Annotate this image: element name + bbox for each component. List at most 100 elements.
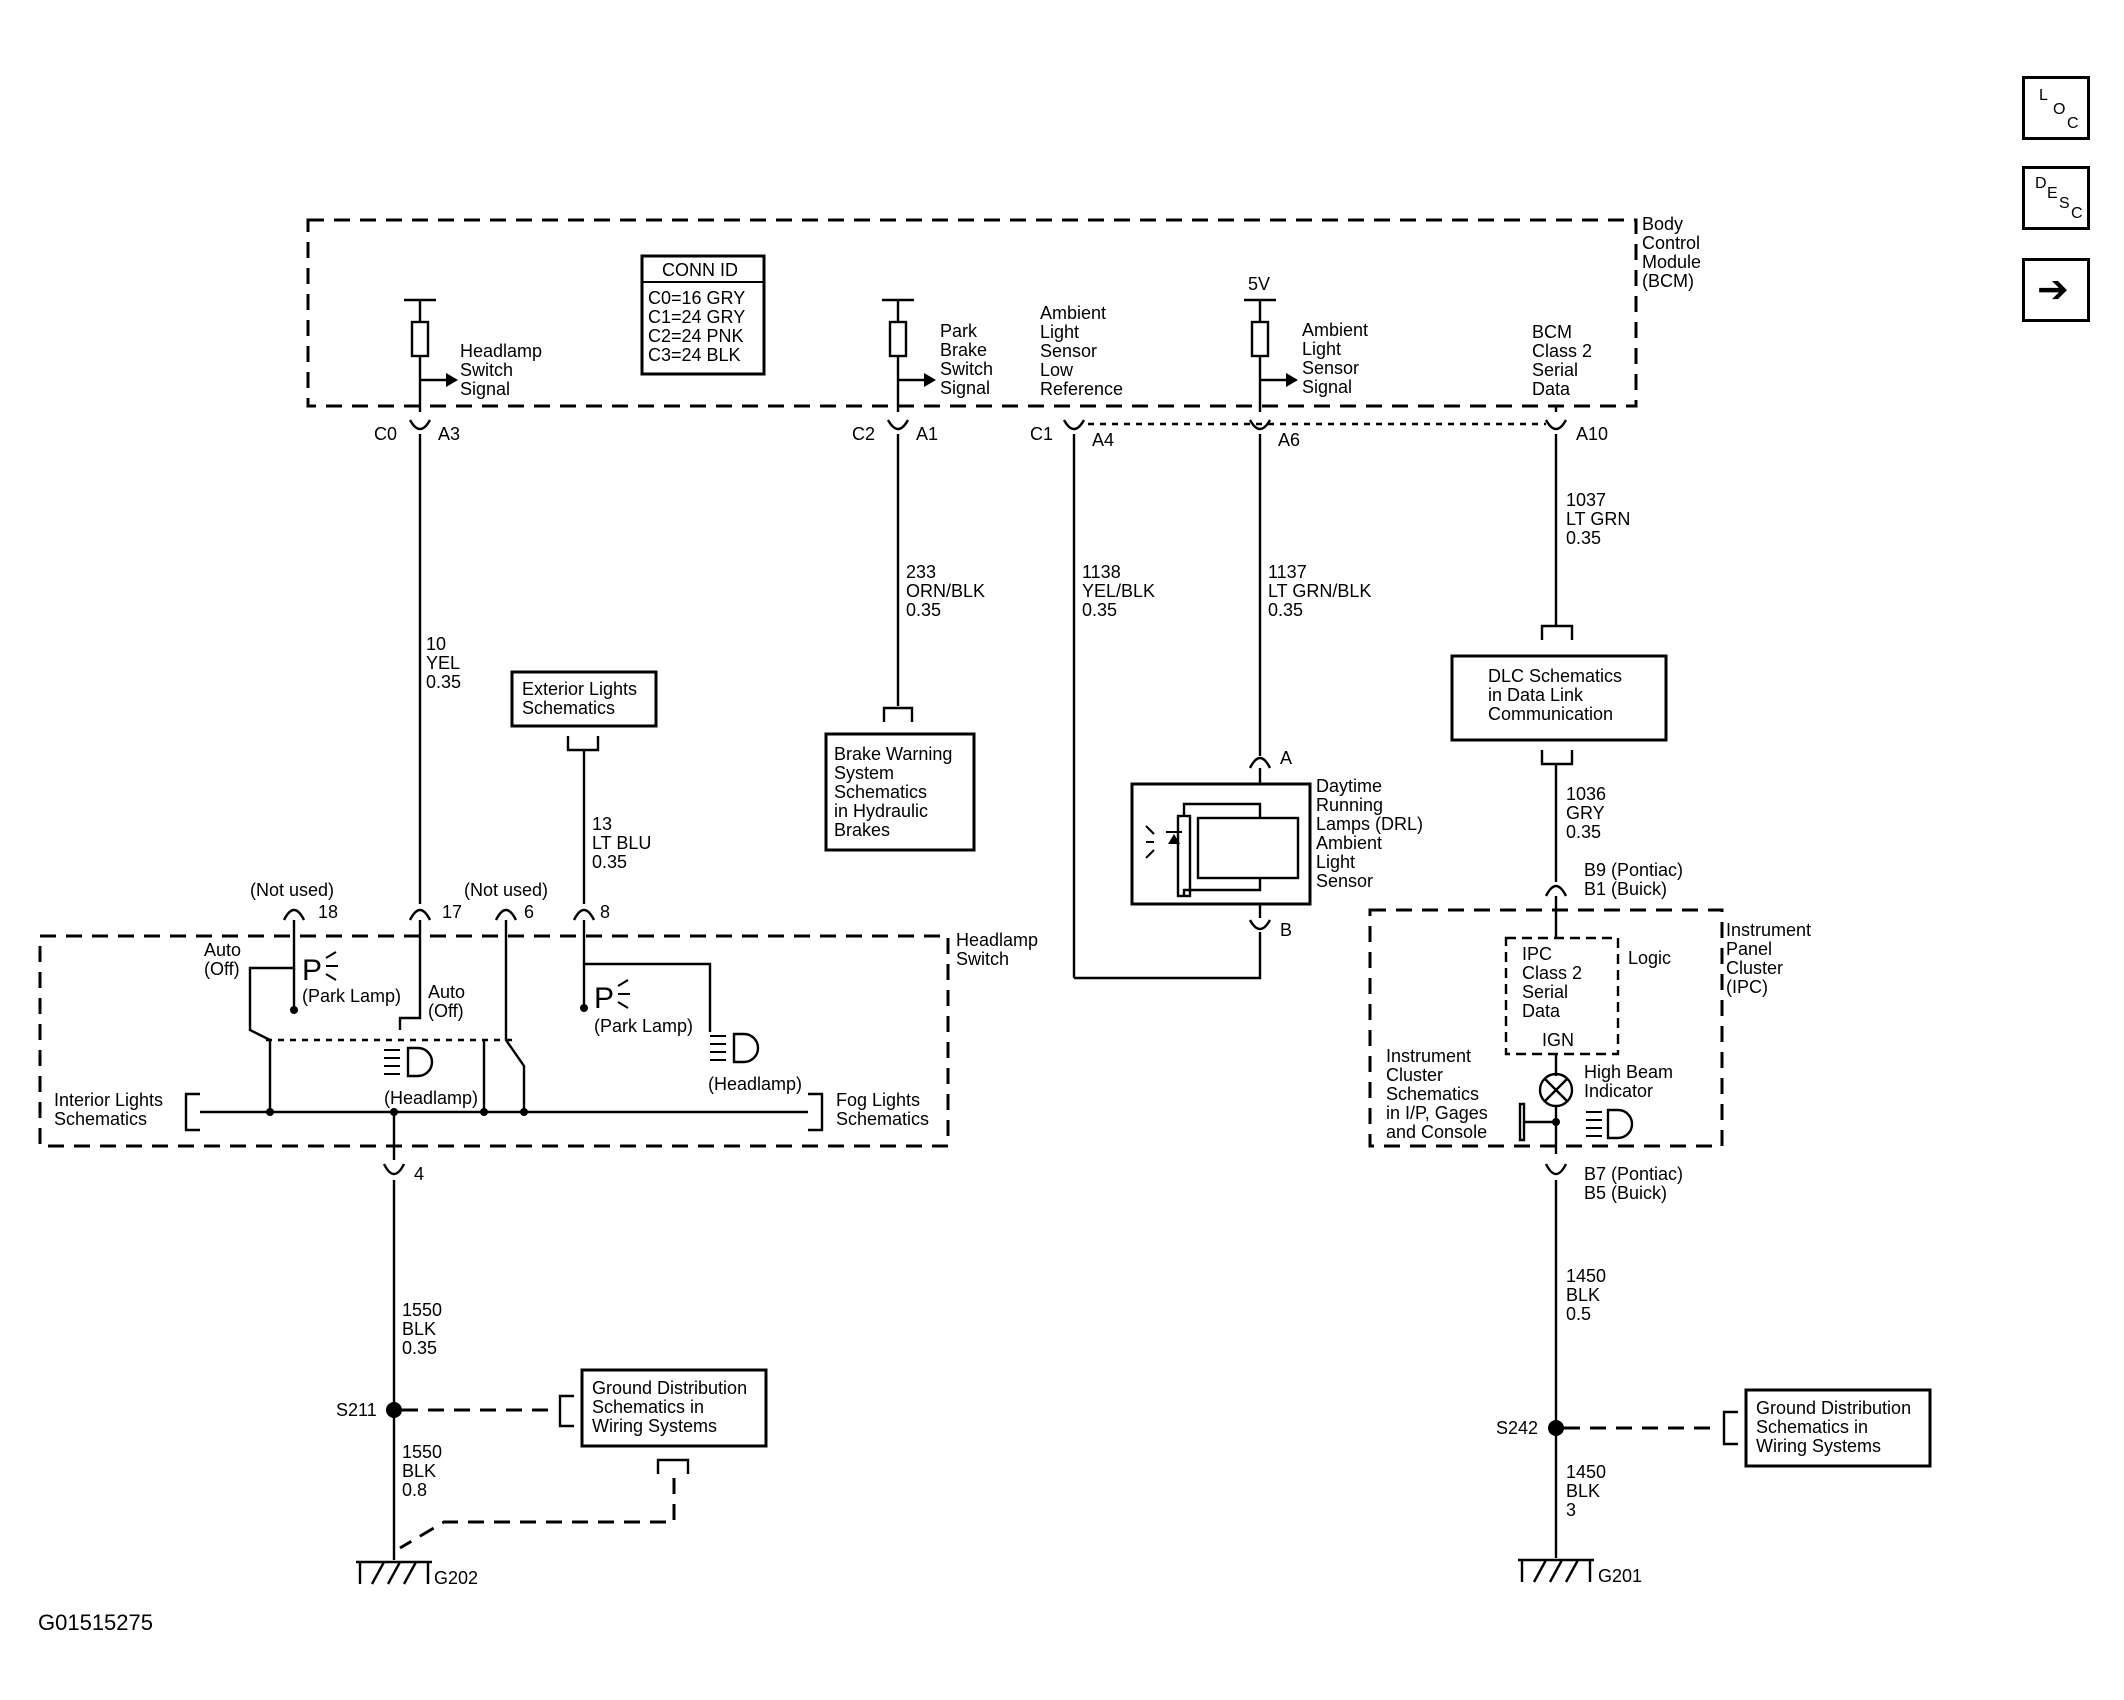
pin-8: 8 <box>600 902 610 922</box>
ambient-low-ref-2: Light <box>1040 322 1079 342</box>
ipc-title-2: Panel <box>1726 939 1772 959</box>
ground1-ref-2: Schematics in <box>592 1397 704 1417</box>
headlamp-switch-boundary <box>38 934 950 1148</box>
brake-ref-1: Brake Warning <box>834 744 952 764</box>
conn-id-title: CONN ID <box>662 260 738 280</box>
w233-color: ORN/BLK <box>906 581 985 601</box>
ambient-signal-4: Signal <box>1302 377 1352 397</box>
pin-c0: C0 <box>374 424 397 444</box>
ipc-title-4: (IPC) <box>1726 977 1768 997</box>
headlamp-signal-2: Switch <box>460 360 513 380</box>
exterior-ref-1: Exterior Lights <box>522 679 637 699</box>
ground-symbol-g202 <box>356 1560 432 1585</box>
headlamp-signal-pullup <box>404 298 458 412</box>
drl-pin-a <box>1248 756 1272 769</box>
bcm-class2-4: Data <box>1532 379 1571 399</box>
cluster-ref-1[interactable]: Instrument <box>1386 1046 1471 1066</box>
w1450b-color: BLK <box>1566 1481 1600 1501</box>
w1036-color: GRY <box>1566 803 1605 823</box>
fog-ref-2[interactable]: Schematics <box>836 1109 929 1129</box>
photodiode-icon <box>1168 834 1180 844</box>
bcm-connectors <box>408 419 1568 431</box>
conn-id-table: CONN ID C0=16 GRY C1=24 GRY C2=24 PNK C3… <box>640 254 766 376</box>
high-beam-1: High Beam <box>1584 1062 1673 1082</box>
drl-label-1: Daytime <box>1316 776 1382 796</box>
ign-label: IGN <box>1542 1030 1574 1050</box>
w13-gauge: 0.35 <box>592 852 627 872</box>
headlamp-icon-1 <box>384 1046 434 1078</box>
park-lamp-symbol-1 <box>325 951 338 981</box>
bcm-class2-1: BCM <box>1532 322 1572 342</box>
w233-num: 233 <box>906 562 936 582</box>
wire-drl-low-ref-return <box>1074 932 1262 980</box>
not-used-label-1: (Not used) <box>250 880 334 900</box>
five-volt-label: 5V <box>1248 274 1270 294</box>
dlc-ref-top-bracket <box>1540 624 1574 640</box>
w1036-gauge: 0.35 <box>1566 822 1601 842</box>
brake-warning-ref-box[interactable] <box>824 732 976 852</box>
ground-symbol-g201 <box>1518 1558 1594 1583</box>
w1138-gauge: 0.35 <box>1082 600 1117 620</box>
ground2-ref-1: Ground Distribution <box>1756 1398 1911 1418</box>
w13-color: LT BLU <box>592 833 651 853</box>
drl-label-6: Sensor <box>1316 871 1373 891</box>
dlc-ref-bottom-bracket <box>1540 750 1574 766</box>
park-brake-signal-2: Brake <box>940 340 987 360</box>
w13-num: 13 <box>592 814 612 834</box>
dlc-ref-box[interactable] <box>1450 654 1668 742</box>
cluster-ref-5[interactable]: and Console <box>1386 1122 1487 1142</box>
high-beam-2: Indicator <box>1584 1081 1653 1101</box>
switch-contact-17 <box>398 920 422 1030</box>
w1037-gauge: 0.35 <box>1566 528 1601 548</box>
figure-id: G01515275 <box>38 1610 153 1635</box>
cluster-ref-3[interactable]: Schematics <box>1386 1084 1479 1104</box>
interior-ref-1[interactable]: Interior Lights <box>54 1090 163 1110</box>
w1450a-num: 1450 <box>1566 1266 1606 1286</box>
b7-label: B7 (Pontiac) <box>1584 1164 1683 1184</box>
pin-a4: A4 <box>1092 430 1114 450</box>
ipc-logic-2: Class 2 <box>1522 963 1582 983</box>
w1550b-color: BLK <box>402 1461 436 1481</box>
cluster-ref-2[interactable]: Cluster <box>1386 1065 1443 1085</box>
bcm-title-4: (BCM) <box>1642 271 1694 291</box>
exterior-ref-bracket <box>566 736 600 752</box>
drl-label-3: Lamps (DRL) <box>1316 814 1423 834</box>
ipc-logic-3: Serial <box>1522 982 1568 1002</box>
park-p-glyph-1: P <box>302 954 322 987</box>
dlc-ref-1: DLC Schematics <box>1488 666 1622 686</box>
desc-letter-d: D <box>2035 175 2047 192</box>
b9-label: B9 (Pontiac) <box>1584 860 1683 880</box>
fog-ref-1[interactable]: Fog Lights <box>836 1090 920 1110</box>
w1037-num: 1037 <box>1566 490 1606 510</box>
w1550a-num: 1550 <box>402 1300 442 1320</box>
ambient-low-ref-4: Low <box>1040 360 1074 380</box>
exterior-lights-ref-box[interactable] <box>510 670 658 728</box>
next-button[interactable]: ➔ <box>2022 258 2090 322</box>
w1137-gauge: 0.35 <box>1268 600 1303 620</box>
conn-c1: C1=24 GRY <box>648 307 745 327</box>
ground-dist-ref-1[interactable] <box>580 1368 768 1448</box>
bcm-title-1: Body <box>1642 214 1683 234</box>
brake-ref-4: in Hydraulic <box>834 801 928 821</box>
drl-pin-b <box>1248 919 1272 931</box>
w1550a-color: BLK <box>402 1319 436 1339</box>
brake-ref-bracket <box>882 706 914 722</box>
w1450a-color: BLK <box>1566 1285 1600 1305</box>
w1138-num: 1138 <box>1082 562 1121 582</box>
headlamp-label-1: (Headlamp) <box>384 1088 478 1108</box>
interior-ref-2[interactable]: Schematics <box>54 1109 147 1129</box>
auto-off-1b: (Off) <box>204 959 240 979</box>
loc-letter-l: L <box>2039 87 2048 104</box>
ground-dist-ref-2[interactable] <box>1744 1388 1932 1468</box>
ground2-ref-3: Wiring Systems <box>1756 1436 1881 1456</box>
cluster-ref-4[interactable]: in I/P, Gages <box>1386 1103 1488 1123</box>
loc-button[interactable]: L O C <box>2022 76 2090 140</box>
drl-sensor-box[interactable] <box>1130 782 1312 906</box>
dlc-ref-3: Communication <box>1488 704 1613 724</box>
conn-c3: C3=24 BLK <box>648 345 741 365</box>
ipc-logic-4: Data <box>1522 1001 1561 1021</box>
pin-a10: A10 <box>1576 424 1608 444</box>
w1450b-gauge: 3 <box>1566 1500 1576 1520</box>
desc-button[interactable]: D E S C <box>2022 166 2090 230</box>
